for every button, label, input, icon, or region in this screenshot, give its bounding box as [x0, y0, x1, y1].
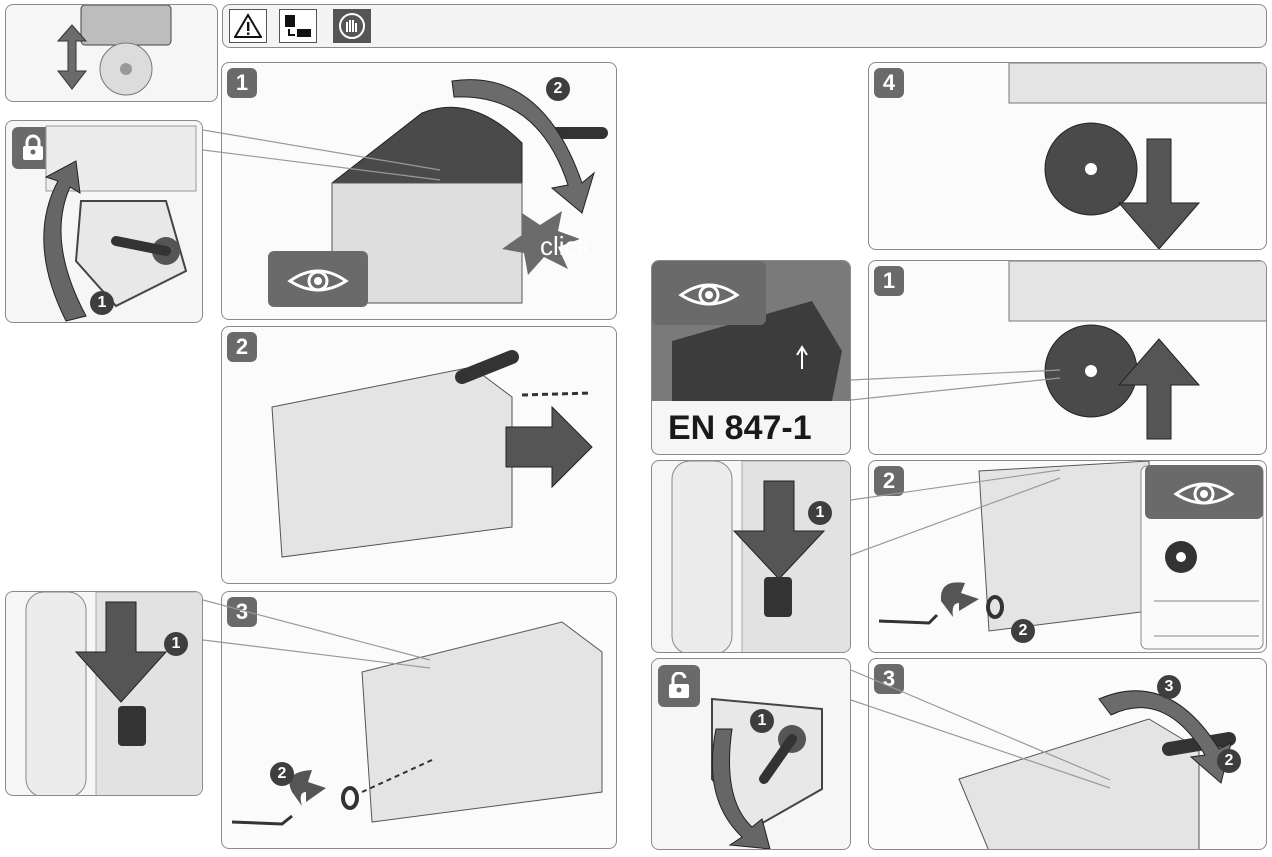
callout-2: 2 [1217, 749, 1241, 773]
inspect-eye-icon [1145, 465, 1263, 519]
lock-open-icon [658, 665, 700, 707]
blade-remove-illustration [1008, 63, 1266, 249]
unlock-detail-panel: 1 [651, 658, 851, 850]
step-number: 4 [874, 68, 904, 98]
safety-icons-bar [222, 4, 1267, 48]
blade-standard-panel: EN 847-1 [651, 260, 851, 455]
standard-label: EN 847-1 [668, 409, 812, 447]
step-number: 1 [227, 68, 257, 98]
step-2-panel-right: 2 2 [868, 460, 1267, 653]
callout-1: 1 [808, 501, 832, 525]
callout-2: 2 [546, 77, 570, 101]
wear-gloves-icon [333, 9, 371, 43]
step-1-panel-left: 1 2 click [221, 62, 617, 320]
saw-unscrew-illustration [231, 621, 603, 826]
unplug-icon [279, 9, 317, 43]
press-detail-panel-left: 1 [5, 591, 203, 796]
saw-guard-close-illustration [958, 690, 1236, 849]
step-1-panel-right: 1 [868, 260, 1267, 455]
saw-height-illustration [56, 5, 172, 96]
intro-thumbnail-panel [5, 4, 218, 102]
callout-2: 2 [270, 762, 294, 786]
blade-insert-illustration [1008, 261, 1266, 440]
step-2-panel-left: 2 [221, 326, 617, 584]
press-button-illustration [671, 461, 850, 652]
step-3-panel-right: 3 3 2 [868, 658, 1267, 850]
saw-remove-key-illustration [271, 350, 593, 558]
inspect-eye-icon [268, 251, 368, 307]
inspect-eye-icon [652, 261, 766, 325]
step-number: 1 [874, 266, 904, 296]
step-4-panel-right: 4 [868, 62, 1267, 250]
callout-3: 3 [1157, 675, 1181, 699]
press-button-illustration [25, 592, 202, 795]
unlock-lever-illustration [711, 697, 823, 849]
lock-lever-illustration [43, 125, 197, 322]
callout-1: 1 [164, 632, 188, 656]
step-3-panel-left: 3 2 [221, 591, 617, 849]
callout-1: 1 [90, 291, 114, 315]
callout-1: 1 [750, 709, 774, 733]
warning-triangle-icon [229, 9, 267, 43]
click-label: click [540, 231, 591, 261]
step-number: 2 [227, 332, 257, 362]
callout-2: 2 [1011, 619, 1035, 643]
press-detail-panel-right: 1 [651, 460, 851, 653]
lock-detail-panel: 1 [5, 120, 203, 323]
